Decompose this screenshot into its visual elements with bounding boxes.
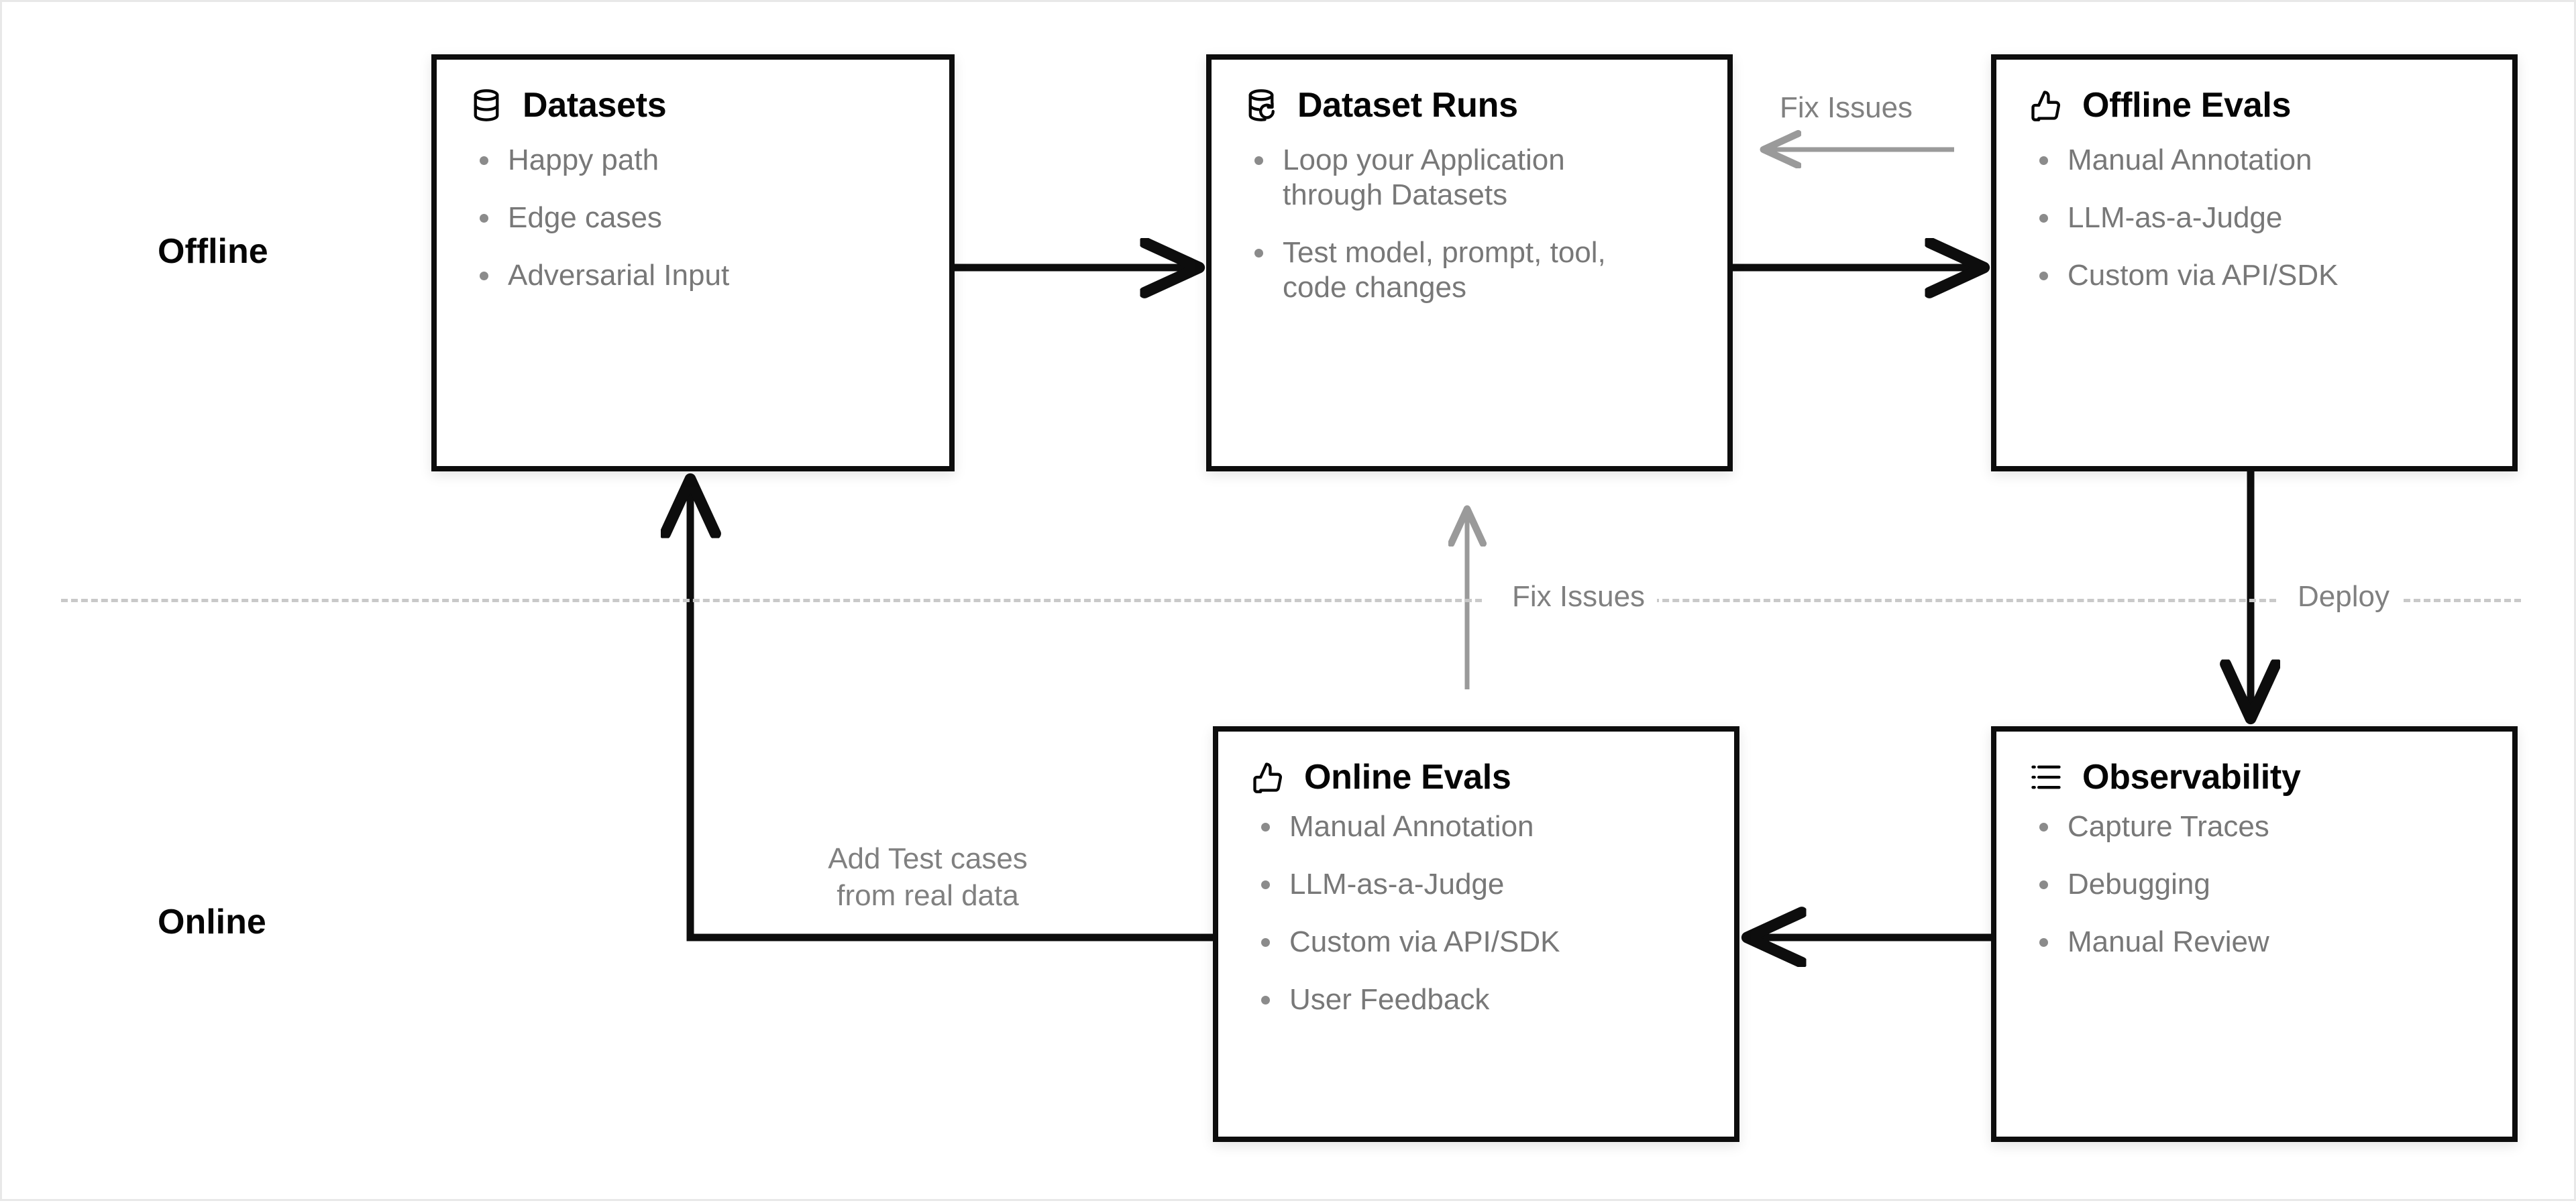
node-dataset-runs-list: Loop your Application through Datasets T… bbox=[1212, 123, 1727, 305]
thumbs-up-icon bbox=[1253, 762, 1282, 793]
node-dataset-runs[interactable]: Dataset Runs Loop your Application throu… bbox=[1206, 54, 1733, 471]
node-datasets-list: Happy path Edge cases Adversarial Input bbox=[437, 123, 949, 293]
node-dataset-runs-title: Dataset Runs bbox=[1297, 86, 1518, 125]
node-dataset-runs-header: Dataset Runs bbox=[1212, 60, 1727, 123]
add-test-cases-line-1: Add Test cases bbox=[828, 842, 1028, 875]
offline-online-divider-left bbox=[61, 599, 1482, 602]
edge-label-add-test-cases: Add Test cases from real data bbox=[814, 840, 1042, 914]
list-item: Manual Annotation bbox=[1261, 809, 1702, 844]
node-observability-header: Observability bbox=[1996, 732, 2512, 795]
list-item: LLM-as-a-Judge bbox=[1261, 867, 1702, 902]
offline-online-divider-mid bbox=[1652, 599, 2276, 602]
list-item: Debugging bbox=[2039, 867, 2480, 902]
list-item: Adversarial Input bbox=[480, 258, 917, 293]
list-item: Custom via API/SDK bbox=[1261, 925, 1702, 960]
list-item: Loop your Application through Datasets bbox=[1254, 143, 1647, 213]
list-item: Manual Annotation bbox=[2039, 143, 2480, 178]
edge-label-fix-issues-top: Fix Issues bbox=[1780, 91, 1913, 124]
database-refresh-icon bbox=[1248, 89, 1275, 121]
list-item: User Feedback bbox=[1261, 982, 1702, 1017]
list-item: Edge cases bbox=[480, 200, 917, 235]
node-online-evals[interactable]: Online Evals Manual Annotation LLM-as-a-… bbox=[1213, 726, 1739, 1142]
offline-online-divider-right bbox=[2404, 599, 2521, 602]
list-item: Test model, prompt, tool, code changes bbox=[1254, 235, 1647, 305]
node-online-evals-title: Online Evals bbox=[1304, 758, 1511, 797]
node-offline-evals-list: Manual Annotation LLM-as-a-Judge Custom … bbox=[1996, 123, 2512, 293]
node-observability[interactable]: Observability Capture Traces Debugging M… bbox=[1991, 726, 2518, 1142]
divider-label-fix-issues: Fix Issues bbox=[1500, 580, 1658, 614]
node-datasets-header: Datasets bbox=[437, 60, 949, 123]
node-observability-list: Capture Traces Debugging Manual Review bbox=[1996, 795, 2512, 960]
list-item: Capture Traces bbox=[2039, 809, 2480, 844]
list-item: Happy path bbox=[480, 143, 917, 178]
database-icon bbox=[474, 89, 499, 121]
node-offline-evals-title: Offline Evals bbox=[2082, 86, 2292, 125]
node-offline-evals[interactable]: Offline Evals Manual Annotation LLM-as-a… bbox=[1991, 54, 2518, 471]
node-datasets-title: Datasets bbox=[523, 86, 667, 125]
section-label-offline: Offline bbox=[158, 232, 268, 271]
section-label-online: Online bbox=[158, 903, 266, 941]
thumbs-up-icon bbox=[2031, 91, 2060, 121]
node-observability-title: Observability bbox=[2082, 758, 2301, 797]
node-online-evals-list: Manual Annotation LLM-as-a-Judge Custom … bbox=[1218, 795, 1734, 1017]
node-online-evals-header: Online Evals bbox=[1218, 732, 1734, 795]
list-item: Manual Review bbox=[2039, 925, 2480, 960]
add-test-cases-line-2: from real data bbox=[837, 879, 1019, 912]
list-item: LLM-as-a-Judge bbox=[2039, 200, 2480, 235]
node-datasets[interactable]: Datasets Happy path Edge cases Adversari… bbox=[431, 54, 955, 471]
list-tree-icon bbox=[2031, 765, 2061, 789]
list-item: Custom via API/SDK bbox=[2039, 258, 2480, 293]
divider-label-deploy: Deploy bbox=[2286, 580, 2402, 614]
node-offline-evals-header: Offline Evals bbox=[1996, 60, 2512, 123]
